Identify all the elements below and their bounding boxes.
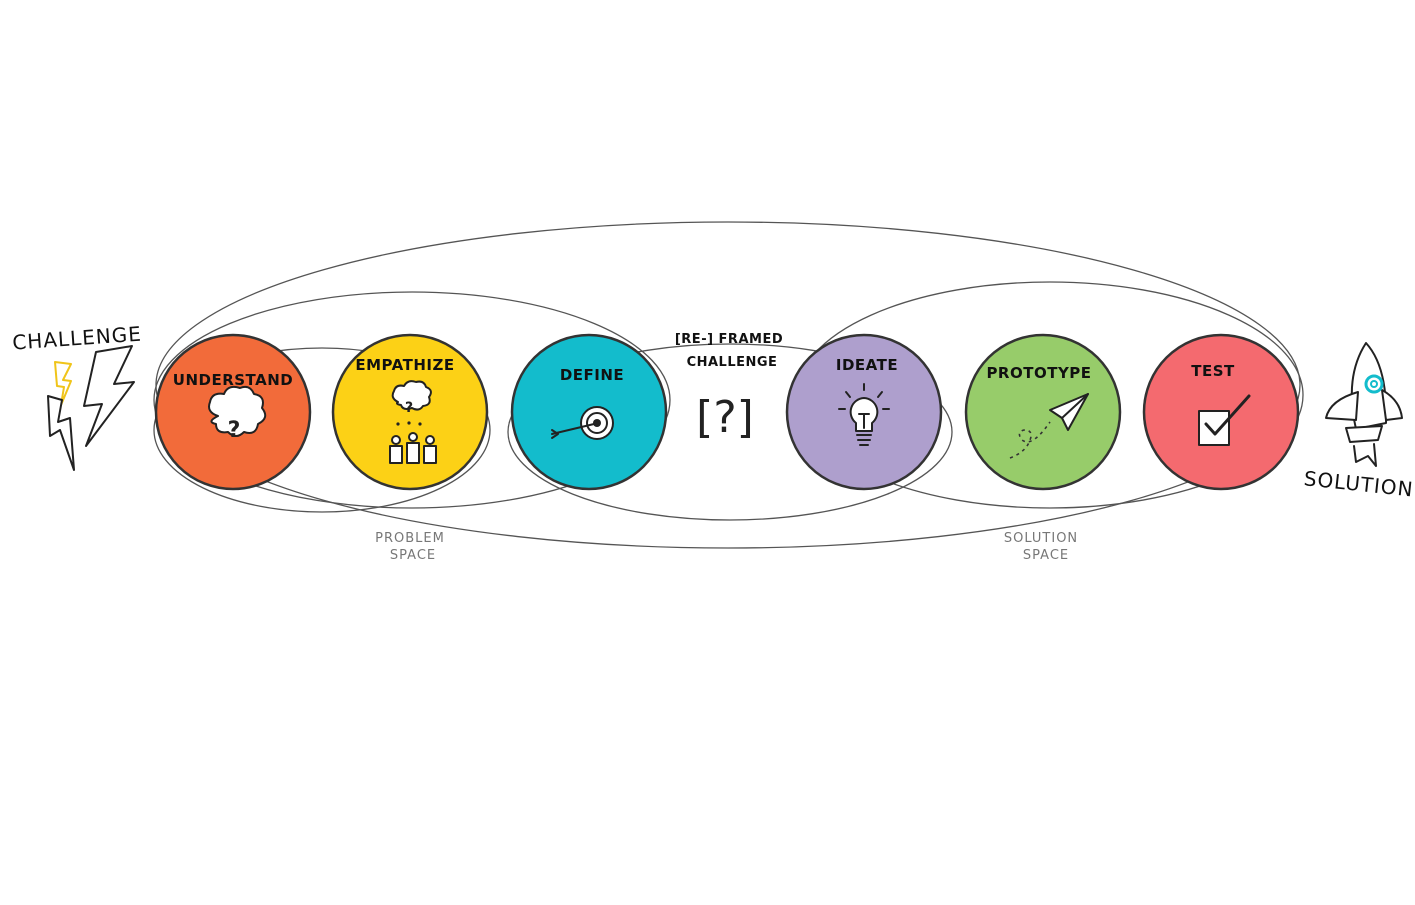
outer-loop — [156, 222, 1300, 548]
stage-ideate: IDEATE — [787, 335, 941, 489]
lightning-bolt-icon — [48, 346, 134, 470]
challenge-start: CHALLENGE — [12, 322, 143, 470]
stage-prototype: PROTOTYPE — [966, 335, 1120, 489]
stage-test: TEST — [1144, 335, 1298, 489]
reframed-symbol: [?] — [696, 392, 754, 443]
problem-space-line2: SPACE — [390, 548, 436, 563]
problem-space-label: PROBLEM SPACE — [375, 531, 445, 563]
stage-define: DEFINE — [512, 335, 666, 489]
stage-label: DEFINE — [560, 366, 624, 384]
svg-text:?: ? — [405, 400, 413, 416]
stage-label: IDEATE — [836, 356, 898, 374]
solution-space-label: SOLUTION SPACE — [1004, 531, 1078, 563]
problem-space-line1: PROBLEM — [375, 531, 445, 546]
solution-end: SOLUTION — [1303, 343, 1415, 502]
reframed-label-line2: CHALLENGE — [687, 355, 778, 370]
stage-understand: UNDERSTAND ? — [156, 335, 310, 489]
rocket-icon — [1326, 343, 1402, 466]
solution-label: SOLUTION — [1303, 466, 1415, 501]
reframed-challenge: [RE-] FRAMED CHALLENGE [?] — [675, 332, 783, 443]
solution-space-line2: SPACE — [1023, 548, 1069, 563]
stage-empathize: EMPATHIZE ? — [333, 335, 487, 489]
stage-circle — [966, 335, 1120, 489]
stage-label: EMPATHIZE — [355, 356, 454, 374]
reframed-label-line1: [RE-] FRAMED — [675, 332, 783, 347]
solution-space-line1: SOLUTION — [1004, 531, 1078, 546]
loop-outlines — [154, 222, 1303, 548]
svg-text:?: ? — [228, 418, 241, 443]
stage-label: PROTOTYPE — [986, 364, 1091, 382]
stage-label: TEST — [1191, 362, 1235, 380]
